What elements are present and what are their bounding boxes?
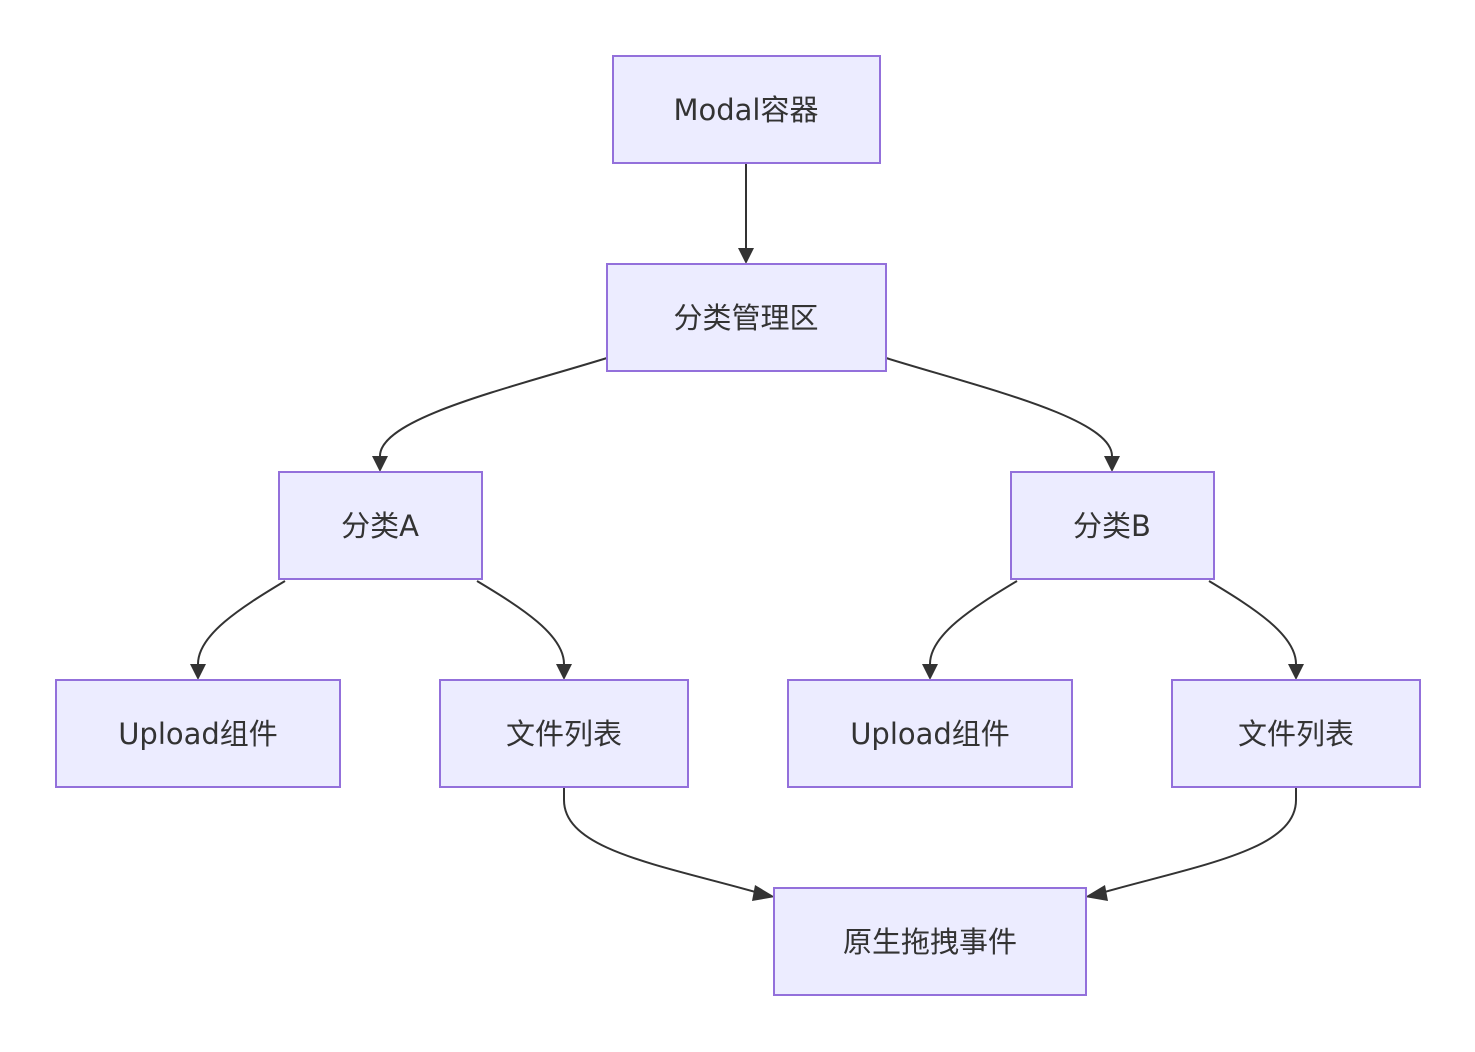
- arrow-head: [922, 664, 938, 680]
- arrow-head: [1288, 664, 1304, 680]
- arrow-head: [1085, 885, 1108, 901]
- node-label: 文件列表: [1238, 717, 1354, 751]
- node-label: Upload组件: [850, 717, 1010, 751]
- edge-category-a-to-filelist-a: [476, 580, 565, 665]
- node-box: [1010, 471, 1215, 580]
- node-box: [606, 263, 887, 372]
- node-box: [278, 471, 483, 580]
- node-box: [439, 679, 689, 788]
- node-upload-b: Upload组件: [787, 679, 1073, 788]
- edge-category-b-to-filelist-b: [1208, 580, 1297, 665]
- node-box: [612, 55, 881, 164]
- node-category-a: 分类A: [278, 471, 483, 580]
- node-filelist-a: 文件列表: [439, 679, 689, 788]
- edge-category-mgmt-to-category-a: [379, 357, 608, 457]
- node-label: 分类A: [341, 509, 419, 543]
- edges: [190, 164, 1304, 901]
- node-category-b: 分类B: [1010, 471, 1215, 580]
- node-box: [773, 887, 1087, 996]
- arrow-head: [190, 664, 206, 680]
- edge-filelist-a-to-native-drag: [563, 788, 760, 894]
- node-category-mgmt: 分类管理区: [606, 263, 887, 372]
- node-label: Upload组件: [118, 717, 278, 751]
- arrow-head: [1104, 456, 1120, 472]
- node-upload-a: Upload组件: [55, 679, 341, 788]
- node-box: [55, 679, 341, 788]
- edge-category-mgmt-to-category-b: [885, 357, 1113, 457]
- node-filelist-b: 文件列表: [1171, 679, 1421, 788]
- arrow-head: [752, 885, 775, 901]
- node-label: Modal容器: [673, 93, 818, 127]
- arrow-head: [372, 456, 388, 472]
- node-label: 文件列表: [506, 717, 622, 751]
- node-label: 原生拖拽事件: [843, 925, 1017, 959]
- edge-category-a-to-upload-a: [197, 580, 286, 665]
- arrow-head: [556, 664, 572, 680]
- node-label: 分类管理区: [673, 301, 818, 335]
- node-native-drag: 原生拖拽事件: [773, 887, 1087, 996]
- node-box: [787, 679, 1073, 788]
- edge-filelist-b-to-native-drag: [1100, 788, 1297, 894]
- edge-category-b-to-upload-b: [929, 580, 1018, 665]
- arrow-head: [738, 248, 754, 264]
- node-modal: Modal容器: [612, 55, 881, 164]
- node-box: [1171, 679, 1421, 788]
- node-label: 分类B: [1073, 509, 1151, 543]
